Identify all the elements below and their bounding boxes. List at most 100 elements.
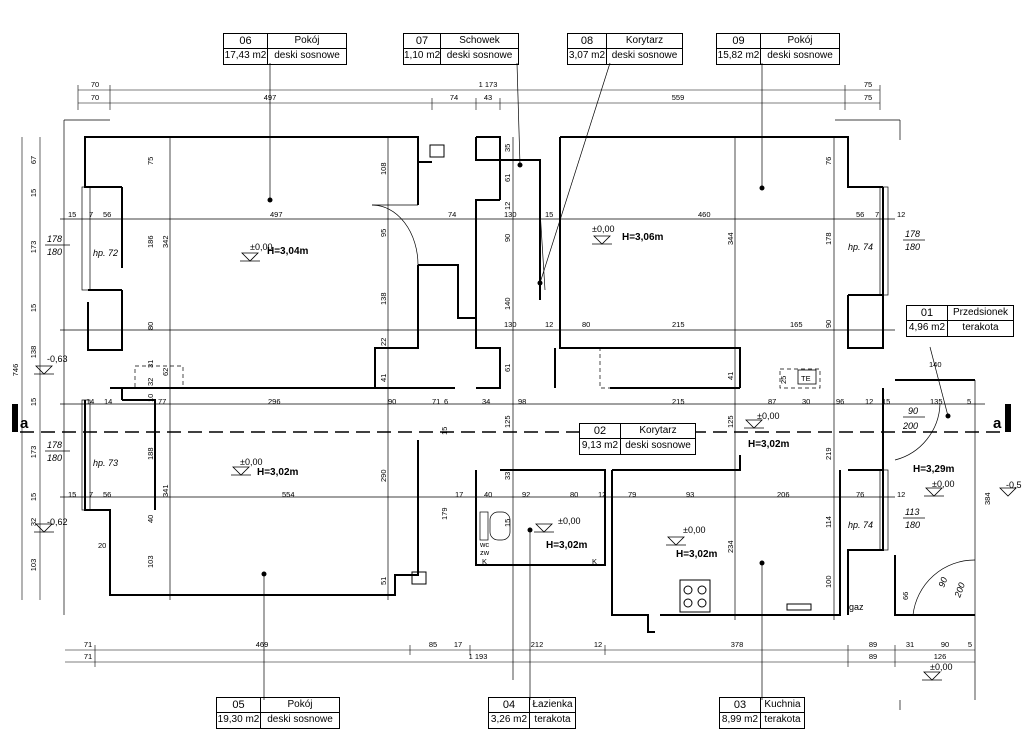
d-hb-1: 15: [68, 490, 76, 499]
d-hb-14: 12: [897, 490, 905, 499]
d-vm-5: 61: [503, 364, 512, 372]
room-name: Pokój: [761, 33, 840, 49]
svg-text:H=3,02m: H=3,02m: [257, 467, 299, 478]
d-v05-2: 341: [161, 484, 170, 497]
room-floor: terakota: [948, 321, 1014, 337]
toilet-icon: [489, 511, 511, 541]
level-marker: ±0,00: [922, 662, 952, 681]
level-marker: -0,5: [999, 480, 1022, 497]
d-vm-2: 10: [146, 394, 155, 402]
d-hb-12: 206: [777, 490, 790, 499]
room-floor: deski sosnowe: [261, 713, 340, 729]
d-ht-1: 15: [68, 210, 76, 219]
svg-text:gaz: gaz: [849, 602, 864, 612]
dim-left-3: 173: [29, 241, 38, 254]
d-hb-2: 7: [89, 490, 93, 499]
room-area: 19,30 m2: [216, 713, 261, 729]
d-vm-11: 114: [824, 516, 833, 528]
svg-text:180: 180: [47, 247, 62, 257]
dim-bot-1: 71: [84, 640, 92, 649]
d-hc-6: 71: [432, 397, 440, 406]
svg-text:hp. 73: hp. 73: [93, 458, 118, 468]
room-area: 3,07 m2: [567, 49, 607, 65]
d-vm-12: 100: [824, 575, 833, 588]
d-hb-7: 92: [522, 490, 530, 499]
d-vs-1: 108: [379, 162, 388, 175]
d-v05-7: 125: [503, 415, 512, 428]
svg-text:K: K: [592, 557, 597, 566]
d-vs-4: 22: [379, 338, 388, 346]
level-marker: -0,62: [34, 517, 68, 533]
room-area: 15,82 m2: [716, 49, 761, 65]
room-area: 1,10 m2: [403, 49, 441, 65]
room-name: Łazienka: [530, 697, 576, 713]
room-area: 8,99 m2: [719, 713, 761, 729]
interior-lines: [60, 137, 985, 680]
dim-left-9: 32: [29, 518, 38, 526]
d-vm-6: 25: [779, 376, 788, 384]
svg-text:200: 200: [952, 581, 967, 599]
svg-text:H=3,04m: H=3,04m: [267, 246, 309, 257]
d-v09-1: 76: [824, 157, 833, 165]
svg-text:±0,00: ±0,00: [558, 516, 580, 526]
svg-text:hp. 74: hp. 74: [848, 520, 873, 530]
d-v08-4: 90: [503, 234, 512, 242]
d-hc-15: 15: [882, 397, 890, 406]
svg-text:±0,00: ±0,00: [757, 411, 779, 421]
svg-text:±0,00: ±0,00: [240, 457, 262, 467]
dim-left-10: 103: [29, 559, 38, 572]
dim-left-5: 138: [29, 346, 38, 359]
d-v08-5: 140: [503, 297, 512, 310]
dim-top-4: 70: [91, 93, 99, 102]
room-name: Pokój: [268, 33, 347, 49]
d-v05-5: 290: [379, 469, 388, 482]
room-area: 4,96 m2: [906, 321, 948, 337]
d-hb-13: 76: [856, 490, 864, 499]
d-vm-7: 125: [726, 415, 735, 428]
dim-top-5: 497: [264, 93, 277, 102]
d-v08-3: 12: [503, 202, 512, 210]
svg-text:-0,62: -0,62: [47, 517, 68, 527]
dim-left-1: 67: [29, 156, 38, 164]
d-vs-3: 138: [379, 292, 388, 305]
inner-dims-top-row: 15 7 56 497 74 130 15 460 56 7 12: [68, 210, 905, 219]
room-name: Korytarz: [621, 423, 696, 439]
svg-text:±0,00: ±0,00: [592, 224, 614, 234]
d-v08-1: 35: [503, 144, 512, 152]
svg-text:H=3,29m: H=3,29m: [913, 464, 955, 475]
dim-top-2: 1 173: [479, 80, 498, 89]
dim-left-2: 15: [29, 189, 38, 197]
room-name: Kuchnia: [761, 697, 805, 713]
svg-text:90: 90: [936, 576, 949, 589]
svg-text:zw: zw: [480, 548, 490, 557]
d-vs-5: 41: [379, 374, 388, 382]
dim-top-7: 43: [484, 93, 492, 102]
d-v05-9: 179: [440, 507, 449, 520]
d-ht-10: 7: [875, 210, 879, 219]
dim-bot-12: 71: [84, 652, 92, 661]
svg-text:178: 178: [47, 234, 62, 244]
dim-top-8: 559: [672, 93, 685, 102]
d-v08-2: 61: [503, 174, 512, 182]
room-floor: deski sosnowe: [607, 49, 683, 65]
d-ht-6: 130: [504, 210, 517, 219]
d-vm-1: 31: [146, 360, 155, 368]
top-dimensions: 70 1 173 75 70 497 74 43 559 75: [77, 80, 881, 110]
inner-dims-mid-row: 130 12 80 215 165: [504, 320, 803, 329]
room-number: 08: [567, 33, 607, 49]
d-hb-9: 12: [598, 490, 606, 499]
d-hc-3: 77: [158, 397, 166, 406]
dim-left-7: 173: [29, 446, 38, 459]
svg-text:178: 178: [47, 440, 62, 450]
left-dimensions: 746 67 15 173 15 138 15 173 15 32 103: [11, 137, 41, 600]
svg-text:H=3,06m: H=3,06m: [622, 232, 664, 243]
room-name: Przedsionek: [948, 305, 1014, 321]
section-line: a a: [12, 404, 1011, 433]
d-vm-3: 32: [146, 378, 155, 386]
